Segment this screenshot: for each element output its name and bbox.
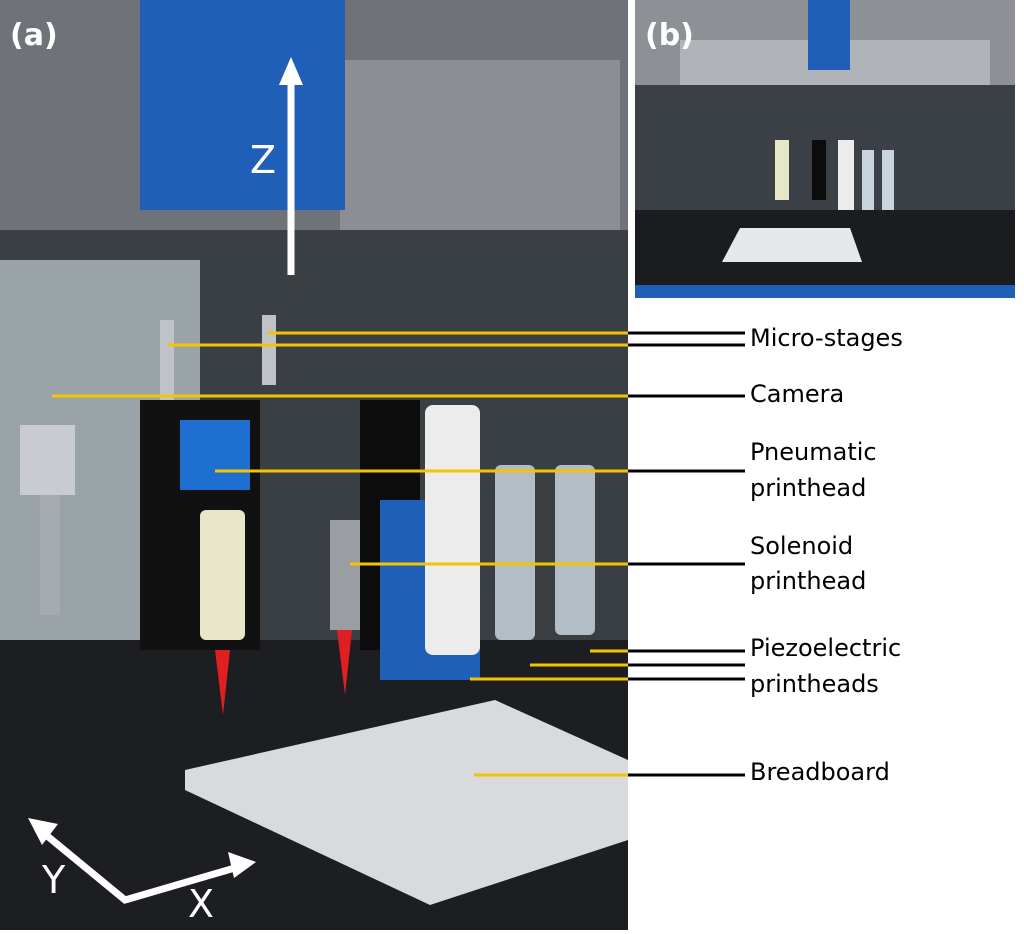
label-micro-stages: Micro-stages xyxy=(750,324,903,352)
photo-a xyxy=(0,0,628,930)
label-solenoid-line2: printhead xyxy=(750,567,867,595)
breadboard-plate xyxy=(185,700,628,905)
panel-label-b: (b) xyxy=(645,18,694,53)
leader-lines xyxy=(52,331,745,777)
axis-label-y: Y xyxy=(42,858,66,902)
label-camera: Camera xyxy=(750,380,845,408)
label-piezo-line2: printheads xyxy=(750,670,879,698)
label-piezo-line1: Piezoelectric xyxy=(750,634,902,662)
label-pneumatic-line1: Pneumatic xyxy=(750,438,877,466)
label-breadboard: Breadboard xyxy=(750,758,890,786)
axis-label-z: Z xyxy=(250,138,277,182)
axis-label-x: X xyxy=(188,882,215,926)
z-gantry-block xyxy=(140,0,345,210)
photo-b xyxy=(635,0,1015,298)
label-solenoid-line1: Solenoid xyxy=(750,532,854,560)
panel-label-a: (a) xyxy=(10,18,58,53)
label-pneumatic-line2: printhead xyxy=(750,474,867,502)
